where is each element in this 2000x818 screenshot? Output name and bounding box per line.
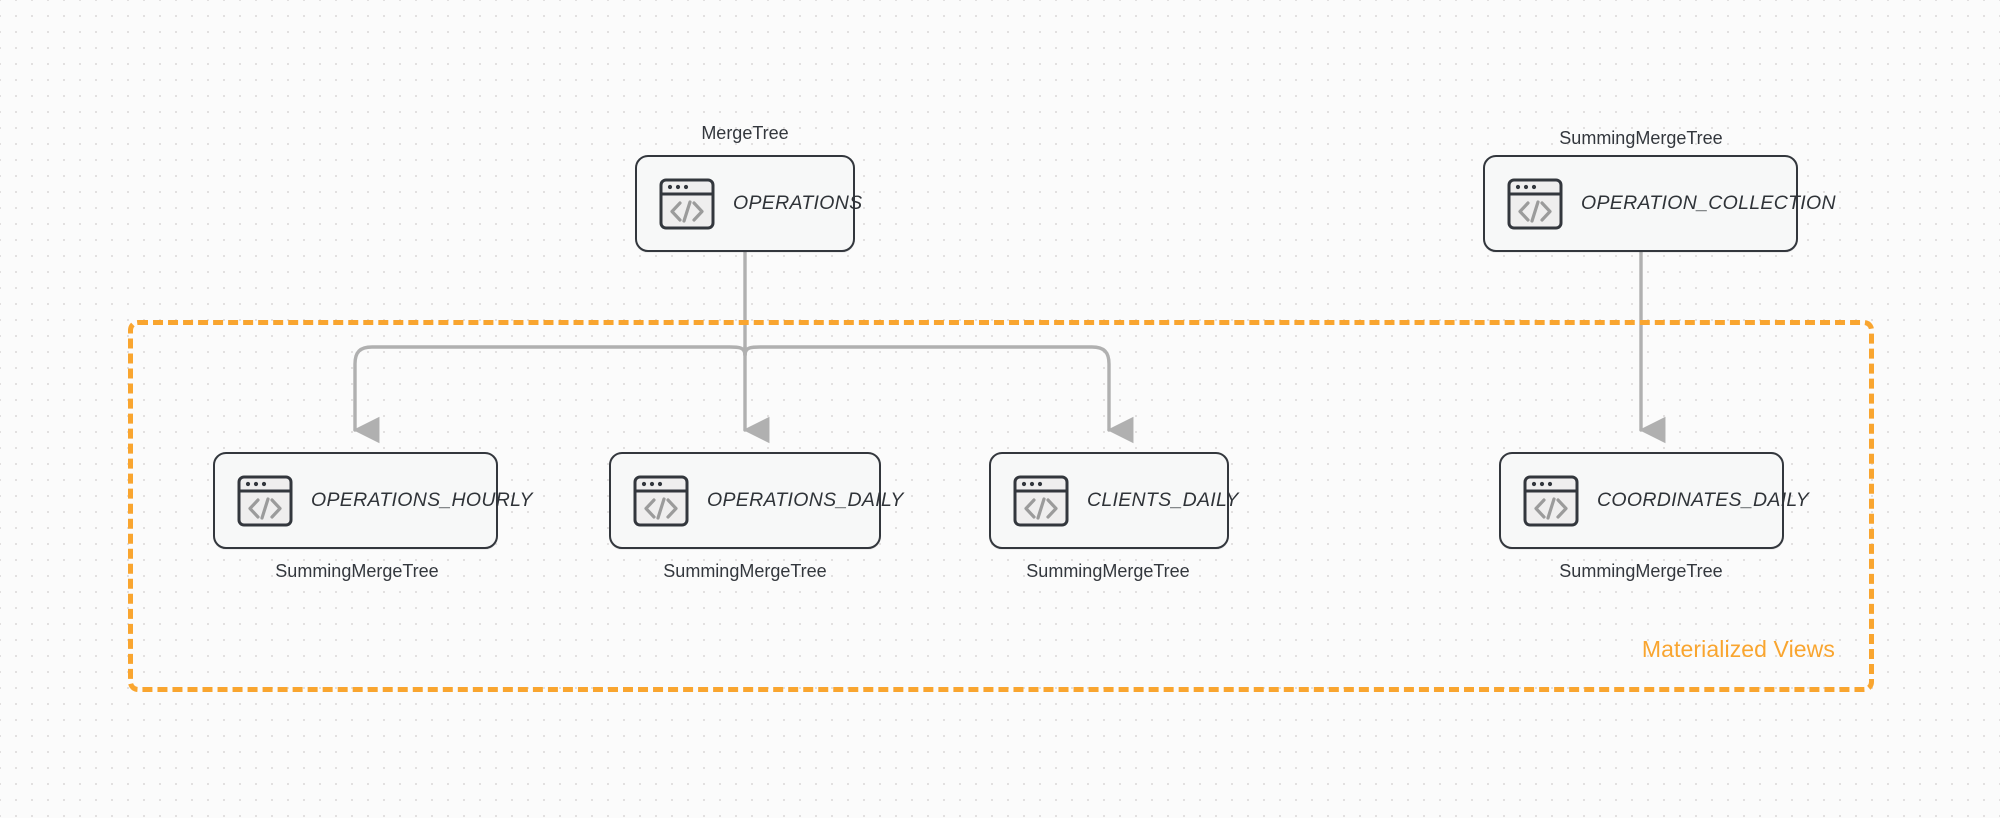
engine-caption-operations-daily: SummingMergeTree — [663, 561, 827, 581]
engine-caption-clients-daily: SummingMergeTree — [1026, 561, 1190, 581]
materialized-views-group-label: Materialized Views — [1641, 636, 1835, 662]
node-operation-collection[interactable]: OPERATION_COLLECTION — [1483, 155, 1836, 252]
code-window-icon — [237, 475, 293, 527]
node-operations-daily[interactable]: OPERATIONS_DAILY — [609, 452, 903, 549]
engine-caption-operation-collection: SummingMergeTree — [1559, 128, 1723, 148]
code-window-icon — [659, 178, 715, 230]
code-window-icon — [1013, 475, 1069, 527]
engine-caption-coordinates-daily: SummingMergeTree — [1559, 561, 1723, 581]
node-label-operation-collection: OPERATION_COLLECTION — [1581, 192, 1836, 214]
node-operations-hourly[interactable]: OPERATIONS_HOURLY — [213, 452, 533, 549]
node-label-operations: OPERATIONS — [733, 192, 863, 214]
code-window-icon — [1507, 178, 1563, 230]
node-label-operations-daily: OPERATIONS_DAILY — [707, 489, 904, 511]
code-window-icon — [633, 475, 689, 527]
node-operations[interactable]: OPERATIONS — [635, 155, 862, 252]
engine-caption-operations: MergeTree — [701, 123, 789, 143]
materialized-views-group[interactable]: Materialized Views — [128, 320, 1874, 692]
node-label-operations-hourly: OPERATIONS_HOURLY — [311, 489, 533, 511]
node-coordinates-daily[interactable]: COORDINATES_DAILY — [1499, 452, 1809, 549]
node-label-coordinates-daily: COORDINATES_DAILY — [1597, 489, 1810, 511]
node-label-clients-daily: CLIENTS_DAILY — [1087, 489, 1239, 511]
engine-caption-operations-hourly: SummingMergeTree — [275, 561, 439, 581]
node-clients-daily[interactable]: CLIENTS_DAILY — [989, 452, 1238, 549]
code-window-icon — [1523, 475, 1579, 527]
